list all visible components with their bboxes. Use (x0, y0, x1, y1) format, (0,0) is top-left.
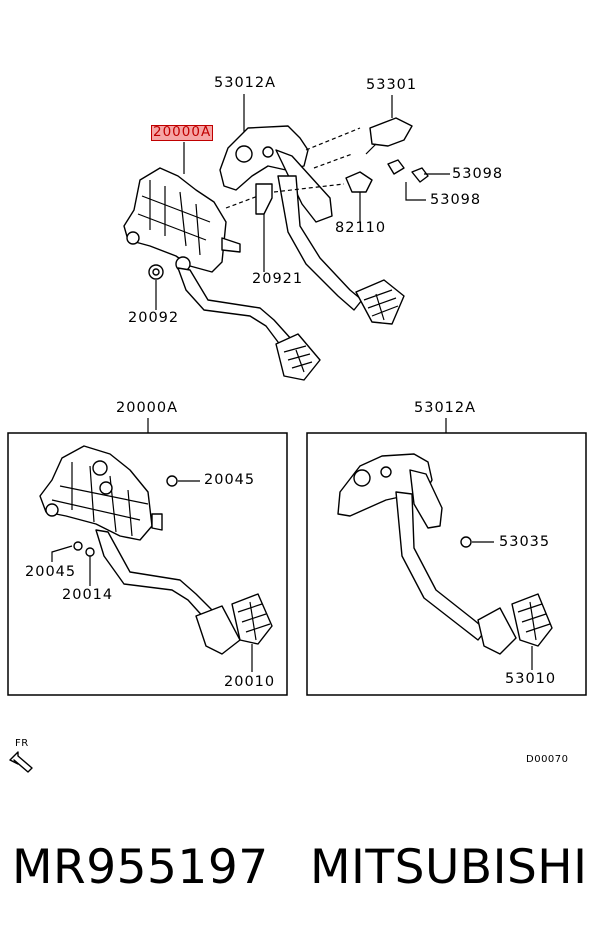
label-53098-b: 53098 (430, 192, 482, 208)
diagram-code: D00070 (526, 754, 569, 765)
right-pedal-pad-53010 (511, 593, 553, 647)
top-clutch-pedal-pad (355, 279, 405, 325)
left-leader-lines (51, 480, 253, 672)
top-small-parts (148, 117, 429, 280)
left-brake-pedal-arm (95, 529, 215, 621)
left-brake-pedal-bracket (39, 445, 163, 541)
right-clutch-pedal-bracket (337, 453, 443, 529)
front-arrow-icon (9, 751, 33, 773)
label-20045-b: 20045 (25, 564, 77, 580)
right-detail-box (306, 432, 587, 696)
label-20014: 20014 (62, 587, 114, 603)
top-leader-lines (155, 94, 450, 310)
label-53035: 53035 (499, 534, 551, 550)
brand-name: MITSUBISHI (310, 840, 588, 895)
left-pedal-pads (195, 593, 273, 655)
label-20010: 20010 (224, 674, 276, 690)
top-brake-pedal-bracket (123, 167, 241, 273)
label-53010: 53010 (505, 671, 557, 687)
label-20921: 20921 (252, 271, 304, 287)
part-number: MR955197 (12, 840, 269, 895)
label-20092: 20092 (128, 310, 180, 326)
label-20045-a: 20045 (204, 472, 256, 488)
right-pedal-pads (477, 593, 553, 655)
front-label: FR (15, 738, 29, 749)
label-53012A-top: 53012A (214, 75, 277, 91)
label-20000A-highlighted: 20000A (150, 124, 214, 141)
left-small-parts (73, 475, 178, 557)
label-53301: 53301 (366, 77, 418, 93)
right-small-parts (460, 536, 472, 548)
left-box-title: 20000A (116, 400, 179, 416)
label-82110: 82110 (335, 220, 387, 236)
top-clutch-pedal-arm (277, 175, 405, 325)
right-leader-lines (472, 541, 533, 670)
top-brake-pedal-arm (177, 267, 321, 381)
label-53098-a: 53098 (452, 166, 504, 182)
top-clutch-pedal-bracket (219, 125, 333, 223)
right-box-title: 53012A (414, 400, 477, 416)
